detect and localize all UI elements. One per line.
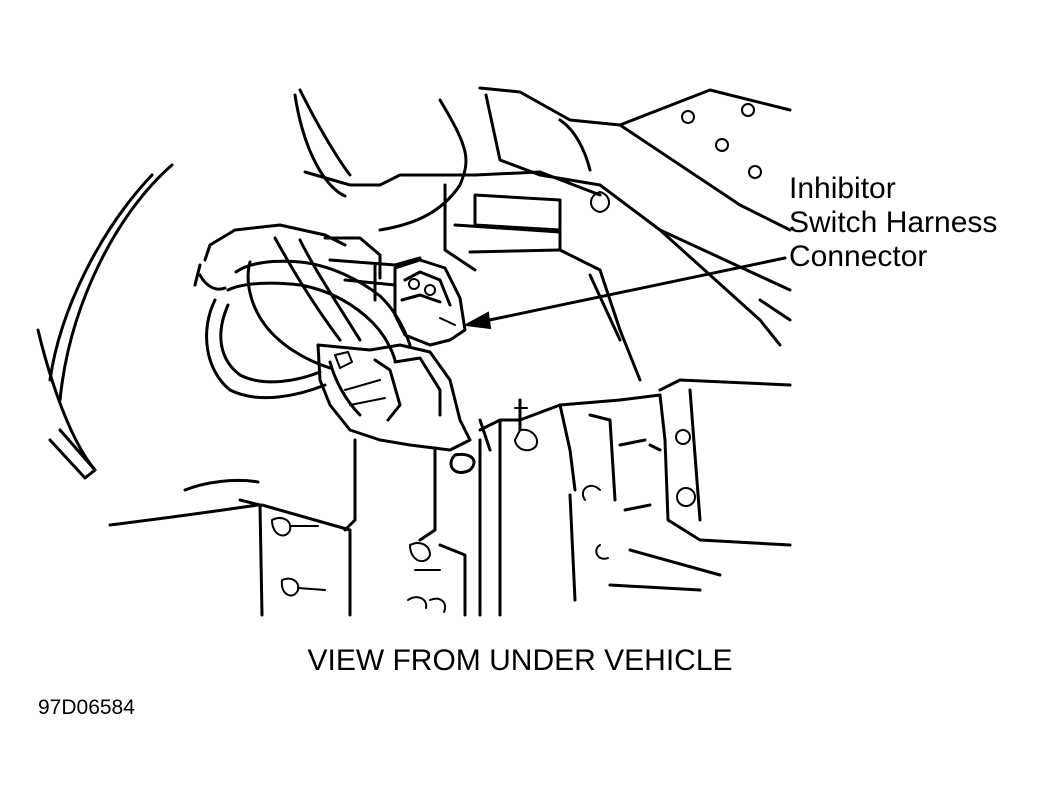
center-housing (303, 170, 642, 382)
figure-id: 97D06584 (38, 696, 135, 719)
callout-label: Inhibitor Switch Harness Connector (789, 172, 997, 274)
callout-line-1: Inhibitor (789, 172, 896, 205)
connector-block (393, 258, 467, 347)
lower-left-plate (238, 498, 467, 617)
wire-harness (193, 223, 422, 400)
body-contours (36, 88, 468, 527)
upper-housing (478, 86, 792, 347)
view-caption: VIEW FROM UNDER VEHICLE (307, 644, 733, 677)
callout-leader-arrow[interactable] (462, 256, 787, 330)
callout-line-3: Connector (789, 240, 928, 273)
callout-line-2: Switch Harness (789, 206, 998, 239)
lower-frame (343, 378, 792, 617)
switch-body (316, 343, 492, 474)
